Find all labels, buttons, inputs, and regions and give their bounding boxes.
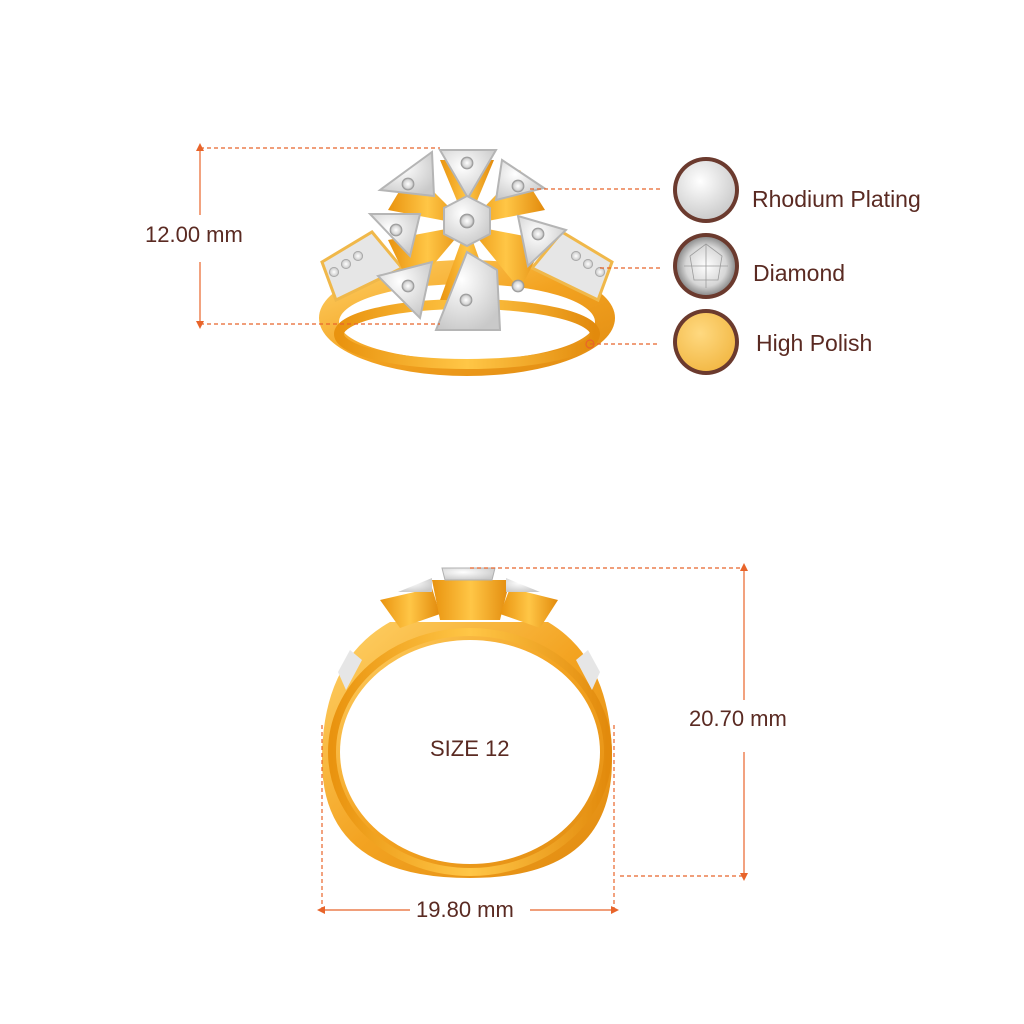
diamond-facets-icon: [684, 243, 728, 288]
arrow-up-icon: [740, 563, 748, 571]
legend-label-rhodium: Rhodium Plating: [752, 186, 921, 213]
legend-label-diamond: Diamond: [753, 260, 846, 287]
gold-swatch-icon: [677, 313, 735, 371]
legend-label-high-polish: High Polish: [756, 330, 873, 357]
arrow-up-icon: [196, 143, 204, 151]
front-width-label: 19.80 mm: [416, 897, 514, 923]
dimension-lines: [199, 147, 745, 912]
arrow-down-icon: [196, 321, 204, 329]
rhodium-swatch-icon: [677, 161, 735, 219]
front-height-label: 20.70 mm: [689, 706, 787, 732]
ring-size-label: SIZE 12: [430, 736, 510, 762]
ring-front-view: [322, 567, 612, 878]
legend-swatches: [673, 157, 739, 375]
arrow-down-icon: [740, 873, 748, 881]
arrow-right-icon: [611, 906, 619, 914]
top-height-label: 12.00 mm: [145, 222, 243, 248]
ring-top-view: [319, 149, 615, 376]
arrow-left-icon: [317, 906, 325, 914]
dimension-arrows: [196, 143, 748, 914]
